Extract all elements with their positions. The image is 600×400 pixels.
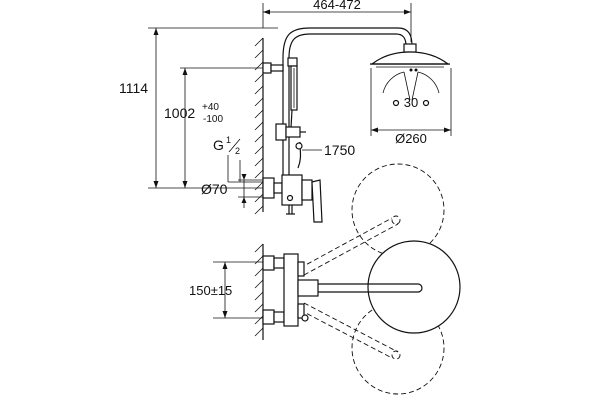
tilt-angle-label: 30	[404, 95, 418, 110]
shower-head-top	[367, 240, 461, 334]
swing-positions	[299, 163, 445, 395]
hose-length-label: 1750	[324, 142, 355, 158]
thread-denominator-label: 2	[235, 146, 240, 156]
slider-holder	[275, 123, 306, 141]
mixer-top	[262, 253, 319, 327]
rosette-diameter-label: Ø70	[201, 181, 228, 197]
thread-label: G	[213, 137, 224, 153]
wall-hatching-bottom	[254, 243, 264, 340]
dimension-labels: 464-472 1114 1002 +40 -100 G 1 2 1750 Ø7…	[119, 0, 427, 298]
total-height-label: 1114	[119, 80, 148, 96]
thread-fraction-bar	[228, 138, 241, 153]
side-elevation	[254, 27, 450, 223]
arm-length-label: 464-472	[313, 0, 361, 12]
tilt-angle-indicator	[382, 71, 440, 107]
outlet-height-label: 1002	[164, 105, 195, 121]
thread-numerator-label: 1	[226, 135, 231, 145]
dimension-lines	[148, 3, 452, 319]
mixer-body	[262, 174, 323, 223]
shower-hose	[295, 141, 303, 169]
outlet-tol-plus-label: +40	[202, 102, 219, 113]
shower-head-side	[370, 43, 450, 72]
hand-shower	[287, 57, 298, 129]
top-view	[254, 163, 461, 395]
outlet-tol-minus-label: -100	[203, 114, 223, 125]
shower-arm-top	[300, 283, 423, 293]
connection-spacing-label: 150±15	[189, 283, 232, 298]
head-diameter-label: Ø260	[395, 131, 427, 146]
riser-pipe	[282, 58, 290, 185]
upper-wall-bracket	[262, 62, 284, 74]
